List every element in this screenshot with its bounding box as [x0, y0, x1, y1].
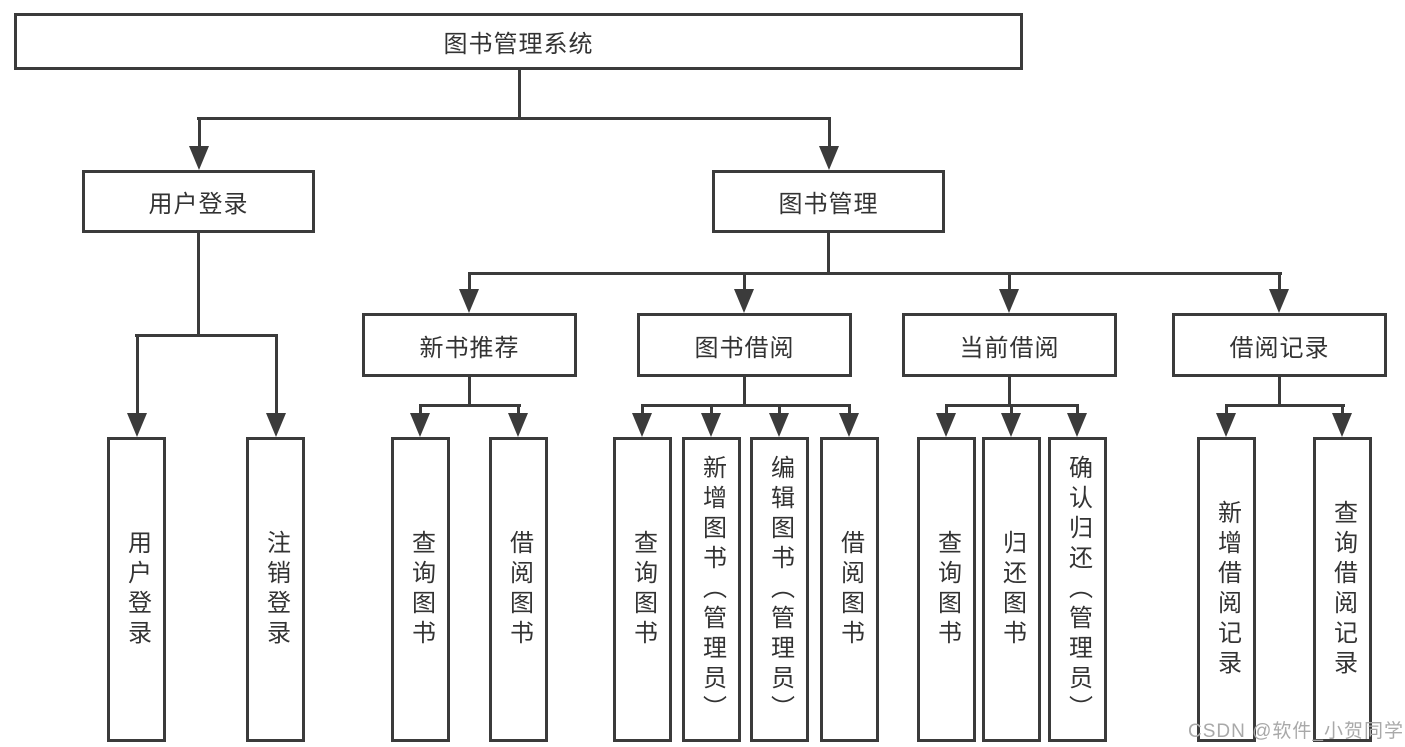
- leaf-query-books-recommend: 查询图书: [391, 437, 450, 742]
- node-book-borrowing: 图书借阅: [637, 313, 852, 377]
- node-book-borrowing-label: 图书借阅: [694, 334, 795, 362]
- connector-arrow-down-icon: [769, 404, 789, 437]
- node-new-book-recommend: 新书推荐: [362, 313, 577, 377]
- leaf-logout: 注销登录: [246, 437, 305, 742]
- connector-arrow-down-icon: [189, 117, 209, 170]
- leaf-query-books-current-label: 查询图书: [933, 529, 961, 650]
- leaf-borrow-books-recommend: 借阅图书: [489, 437, 548, 742]
- node-current-borrowing-label: 当前借阅: [959, 334, 1060, 362]
- connector-arrow-down-icon: [839, 404, 859, 437]
- connector-arrow-down-icon: [999, 272, 1019, 313]
- leaf-edit-book-admin: 编辑图书（管理员）: [750, 437, 809, 742]
- leaf-confirm-return-admin: 确认归还（管理员）: [1048, 437, 1107, 742]
- node-new-book-recommend-label: 新书推荐: [419, 334, 520, 362]
- node-book-management: 图书管理: [712, 170, 945, 233]
- connector-arrow-down-icon: [410, 404, 430, 437]
- connector-line: [135, 334, 278, 337]
- leaf-return-book: 归还图书: [982, 437, 1041, 742]
- leaf-user-login-label: 用户登录: [123, 529, 151, 650]
- node-library-system: 图书管理系统: [14, 13, 1023, 70]
- connector-arrow-down-icon: [1332, 404, 1352, 437]
- node-user-login-label: 用户登录: [148, 191, 249, 218]
- leaf-query-borrow-record-label: 查询借阅记录: [1329, 499, 1357, 680]
- connector-line: [468, 376, 471, 406]
- leaf-borrow-books-recommend-label: 借阅图书: [505, 529, 533, 650]
- connector-arrow-down-icon: [127, 334, 147, 437]
- connector-arrow-down-icon: [459, 272, 479, 313]
- connector-line: [1225, 404, 1345, 407]
- connector-line: [468, 272, 1282, 275]
- node-current-borrowing: 当前借阅: [902, 313, 1117, 377]
- node-library-system-label: 图书管理系统: [443, 31, 594, 58]
- leaf-query-books-borrowing-label: 查询图书: [629, 529, 657, 650]
- node-borrowing-records: 借阅记录: [1172, 313, 1387, 377]
- connector-line: [1278, 376, 1281, 406]
- connector-arrow-down-icon: [734, 272, 754, 313]
- leaf-add-book-admin-label: 新增图书（管理员）: [698, 454, 726, 725]
- connector-arrow-down-icon: [1269, 272, 1289, 313]
- connector-line: [518, 69, 521, 119]
- connector-arrow-down-icon: [819, 117, 839, 170]
- leaf-add-borrow-record: 新增借阅记录: [1197, 437, 1256, 742]
- node-user-login: 用户登录: [82, 170, 315, 233]
- connector-arrow-down-icon: [701, 404, 721, 437]
- leaf-logout-label: 注销登录: [262, 529, 290, 650]
- leaf-add-book-admin: 新增图书（管理员）: [682, 437, 741, 742]
- connector-line: [1008, 376, 1011, 406]
- connector-line: [743, 376, 746, 406]
- leaf-user-login: 用户登录: [107, 437, 166, 742]
- leaf-borrow-books-borrowing-label: 借阅图书: [836, 529, 864, 650]
- leaf-query-books-borrowing: 查询图书: [613, 437, 672, 742]
- connector-line: [827, 232, 830, 274]
- connector-line: [641, 404, 851, 407]
- leaf-borrow-books-borrowing: 借阅图书: [820, 437, 879, 742]
- connector-arrow-down-icon: [266, 334, 286, 437]
- connector-arrow-down-icon: [1216, 404, 1236, 437]
- leaf-confirm-return-admin-label: 确认归还（管理员）: [1064, 454, 1092, 725]
- leaf-query-books-current: 查询图书: [917, 437, 976, 742]
- connector-arrow-down-icon: [936, 404, 956, 437]
- leaf-return-book-label: 归还图书: [998, 529, 1026, 650]
- node-book-management-label: 图书管理: [778, 191, 879, 218]
- leaf-edit-book-admin-label: 编辑图书（管理员）: [766, 454, 794, 725]
- connector-arrow-down-icon: [508, 404, 528, 437]
- connector-arrow-down-icon: [1001, 404, 1021, 437]
- connector-arrow-down-icon: [1067, 404, 1087, 437]
- csdn-watermark: CSDN @软件_小贺同学: [1188, 721, 1404, 742]
- leaf-add-borrow-record-label: 新增借阅记录: [1213, 499, 1241, 680]
- connector-line: [197, 232, 200, 335]
- connector-arrow-down-icon: [632, 404, 652, 437]
- connector-line: [419, 404, 521, 407]
- leaf-query-books-recommend-label: 查询图书: [407, 529, 435, 650]
- connector-line: [197, 117, 831, 120]
- leaf-query-borrow-record: 查询借阅记录: [1313, 437, 1372, 742]
- node-borrowing-records-label: 借阅记录: [1229, 334, 1330, 362]
